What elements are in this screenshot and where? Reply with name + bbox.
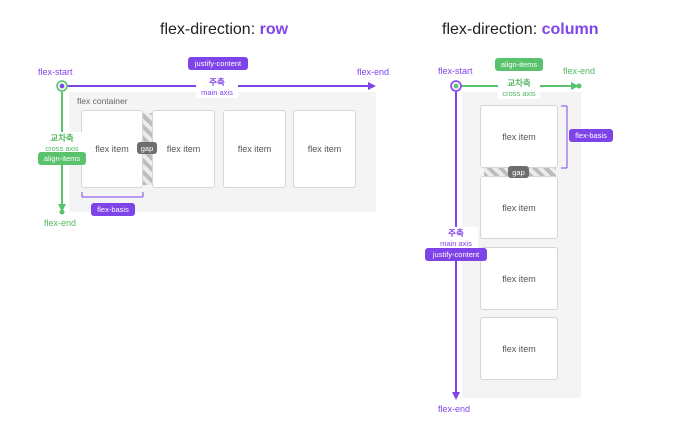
column-title-value: column (541, 21, 599, 38)
row-flex-start-label: flex-start (38, 67, 73, 77)
row-main-axis-ko: 주축 (209, 77, 225, 87)
row-align-items-badge: align-items (38, 152, 86, 165)
column-gap-badge: gap (508, 166, 529, 178)
column-align-items-badge: align-items (495, 58, 543, 71)
column-cross-axis-en: cross axis (502, 89, 536, 98)
row-cross-axis-caption: 교차축 cross axis (40, 132, 84, 153)
row-flex-end-cross-label: flex-end (44, 218, 77, 228)
row-title-prefix: flex-direction: (160, 21, 260, 38)
row-flex-item-4: flex item (293, 110, 356, 188)
column-flex-item-2: flex item (480, 176, 558, 239)
column-flex-start-label: flex-start (438, 66, 473, 76)
column-flex-item-3: flex item (480, 247, 558, 310)
row-flex-item-2: flex item (152, 110, 215, 188)
row-gap-badge: gap (137, 142, 157, 154)
column-flex-item-4: flex item (480, 317, 558, 380)
column-justify-content-badge: justify-content (425, 248, 487, 261)
column-main-axis-ko: 주축 (448, 228, 464, 238)
column-title-prefix: flex-direction: (442, 21, 542, 38)
row-flex-end-main-label: flex-end (357, 67, 390, 77)
row-justify-content-badge: justify-content (188, 57, 248, 70)
column-flex-end-cross-label: flex-end (563, 66, 596, 76)
column-main-axis-en: main axis (440, 239, 472, 248)
row-title-value: row (259, 21, 289, 38)
row-cross-axis-en: cross axis (45, 144, 79, 153)
row-main-axis-caption: 주축 main axis (196, 75, 238, 98)
row-main-axis-en: main axis (201, 88, 233, 97)
row-diagram-title: flex-direction: row (160, 21, 288, 39)
column-flex-end-main-label: flex-end (438, 404, 471, 414)
column-cross-axis-caption: 교차축 cross axis (498, 76, 540, 99)
column-cross-axis-ko: 교차축 (507, 78, 531, 88)
row-flex-basis-badge: flex-basis (91, 203, 135, 216)
row-cross-axis-ko: 교차축 (50, 133, 74, 143)
column-diagram-title: flex-direction: column (442, 21, 598, 39)
column-flex-basis-badge: flex-basis (569, 129, 613, 142)
row-flex-item-3: flex item (223, 110, 286, 188)
row-container-label: flex container (77, 96, 128, 106)
column-main-axis-caption: 주축 main axis (434, 227, 478, 248)
